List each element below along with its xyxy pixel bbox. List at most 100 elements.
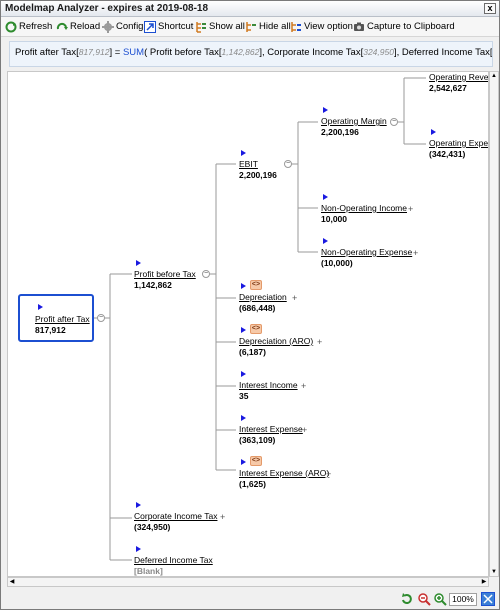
node-value: 35	[239, 391, 249, 401]
node-value: (1,625)	[239, 479, 266, 489]
node-name[interactable]: Non-Operating Income	[321, 203, 407, 213]
node-deferred-income-tax[interactable]: Deferred Income Tax [Blank]	[134, 555, 213, 576]
fit-to-window-icon[interactable]	[481, 592, 495, 606]
view-option-icon	[290, 21, 302, 33]
node-name[interactable]: EBIT	[239, 159, 258, 169]
expand-toggle[interactable]: +	[413, 248, 419, 258]
capture-button[interactable]: Capture to Clipboard	[353, 19, 455, 34]
refresh-button[interactable]: Refresh	[5, 19, 52, 34]
flag-icon	[323, 238, 328, 244]
formula-arg-value: 324,950	[363, 47, 394, 57]
view-option-label: View option	[304, 21, 353, 32]
equivalence-badge[interactable]: <>	[250, 324, 262, 334]
model-map-canvas: Profit after Tax 817,912 − Profit before…	[7, 71, 489, 577]
node-name[interactable]: Interest Expense (ARO)	[239, 468, 330, 478]
bracket: [	[360, 47, 364, 58]
hide-all-label: Hide all	[259, 21, 291, 32]
node-corporate-income-tax[interactable]: Corporate Income Tax (324,950)	[134, 511, 217, 533]
node-value: (324,950)	[134, 522, 171, 532]
node-non-operating-expense[interactable]: Non-Operating Expense (10,000)	[321, 247, 412, 269]
node-name[interactable]: Deferred Income Tax	[134, 555, 213, 565]
flag-icon	[241, 283, 246, 289]
node-operating-revenue[interactable]: Operating Revenue 2,542,627	[429, 72, 489, 94]
shortcut-icon	[144, 20, 156, 33]
node-name[interactable]: Interest Expense	[239, 424, 303, 434]
node-interest-expense-aro[interactable]: Interest Expense (ARO) (1,625)	[239, 468, 329, 490]
shortcut-button[interactable]: Shortcut	[144, 19, 193, 34]
node-operating-expense[interactable]: Operating Expense (342,431)	[429, 138, 489, 160]
collapse-toggle[interactable]: −	[97, 314, 105, 322]
horizontal-scrollbar[interactable]: ◀ ▶	[7, 577, 489, 587]
scroll-left-icon[interactable]: ◀	[9, 579, 15, 585]
equivalence-badge[interactable]: <>	[250, 456, 262, 466]
expand-toggle[interactable]: +	[302, 425, 308, 435]
node-interest-income[interactable]: Interest Income 35	[239, 380, 298, 402]
tree-expand-icon	[195, 21, 207, 33]
node-ebit[interactable]: EBIT 2,200,196	[239, 159, 277, 181]
equivalence-badge[interactable]: <>	[250, 280, 262, 290]
show-all-button[interactable]: Show all	[195, 19, 245, 34]
vertical-scrollbar[interactable]: ▲ ▼	[489, 71, 499, 577]
node-operating-margin[interactable]: Operating Margin 2,200,196	[321, 116, 387, 138]
title-bar: Modelmap Analyzer - expires at 2019-08-1…	[1, 1, 499, 17]
flag-icon	[136, 502, 141, 508]
node-name[interactable]: Operating Margin	[321, 116, 387, 126]
node-name[interactable]: Profit after Tax	[35, 314, 90, 324]
node-value: (10,000)	[321, 258, 353, 268]
collapse-toggle[interactable]: −	[284, 160, 292, 168]
zoom-out-icon[interactable]	[418, 593, 431, 606]
show-all-label: Show all	[209, 21, 245, 32]
expand-toggle[interactable]: +	[220, 512, 226, 522]
node-name[interactable]: Interest Income	[239, 380, 298, 390]
flag-icon	[241, 415, 246, 421]
node-name[interactable]: Corporate Income Tax	[134, 511, 218, 521]
refresh-label: Refresh	[19, 21, 53, 32]
scroll-up-icon[interactable]: ▲	[491, 73, 497, 79]
capture-label: Capture to Clipboard	[367, 21, 455, 32]
refresh-view-icon[interactable]	[401, 593, 413, 605]
flag-icon	[136, 260, 141, 266]
flag-icon	[241, 371, 246, 377]
paren: (	[144, 47, 148, 58]
expand-toggle[interactable]: +	[301, 381, 307, 391]
scroll-down-icon[interactable]: ▼	[491, 569, 497, 575]
flag-icon	[38, 304, 43, 310]
node-profit-after-tax[interactable]: Profit after Tax 817,912	[35, 314, 90, 336]
hide-all-button[interactable]: Hide all	[245, 19, 291, 34]
collapse-toggle[interactable]: −	[202, 270, 210, 278]
formula-arg[interactable]: Corporate Income Tax	[267, 47, 361, 58]
flag-icon	[241, 150, 246, 156]
node-name[interactable]: Depreciation	[239, 292, 287, 302]
formula-target[interactable]: Profit after Tax	[15, 47, 77, 58]
view-option-button[interactable]: View option	[290, 19, 353, 34]
node-interest-expense[interactable]: Interest Expense (363,109)	[239, 424, 303, 446]
node-name[interactable]: Operating Expense	[429, 138, 489, 148]
node-name[interactable]: Non-Operating Expense	[321, 247, 413, 257]
expand-toggle[interactable]: +	[326, 469, 332, 479]
scroll-right-icon[interactable]: ▶	[481, 579, 487, 585]
node-depreciation-aro[interactable]: Depreciation (ARO) (6,187)	[239, 336, 313, 358]
expand-toggle[interactable]: +	[408, 204, 414, 214]
bracket: ]	[393, 47, 397, 58]
formula-arg[interactable]: Profit before Tax	[149, 47, 219, 58]
expand-toggle[interactable]: +	[317, 337, 323, 347]
node-value: (6,187)	[239, 347, 266, 357]
node-depreciation[interactable]: Depreciation (686,448)	[239, 292, 287, 314]
node-profit-before-tax[interactable]: Profit before Tax 1,142,862	[134, 269, 196, 291]
formula-arg[interactable]: Deferred Income Tax	[401, 47, 490, 58]
flag-icon	[241, 327, 246, 333]
node-name[interactable]: Depreciation (ARO)	[239, 336, 314, 346]
node-name[interactable]: Profit before Tax	[134, 269, 196, 279]
node-name[interactable]: Operating Revenue	[429, 72, 489, 82]
collapse-toggle[interactable]: −	[390, 118, 398, 126]
zoom-level-field[interactable]: 100%	[449, 593, 477, 606]
zoom-in-icon[interactable]	[434, 593, 447, 606]
expand-toggle[interactable]: +	[292, 293, 298, 303]
reload-button[interactable]: Reload	[56, 19, 100, 34]
node-value: (342,431)	[429, 149, 466, 159]
config-button[interactable]: Config	[102, 19, 143, 34]
close-button[interactable]: x	[484, 3, 496, 14]
node-non-operating-income[interactable]: Non-Operating Income 10,000	[321, 203, 407, 225]
bracket: ]	[109, 47, 113, 58]
root-node-box[interactable]	[18, 294, 94, 342]
